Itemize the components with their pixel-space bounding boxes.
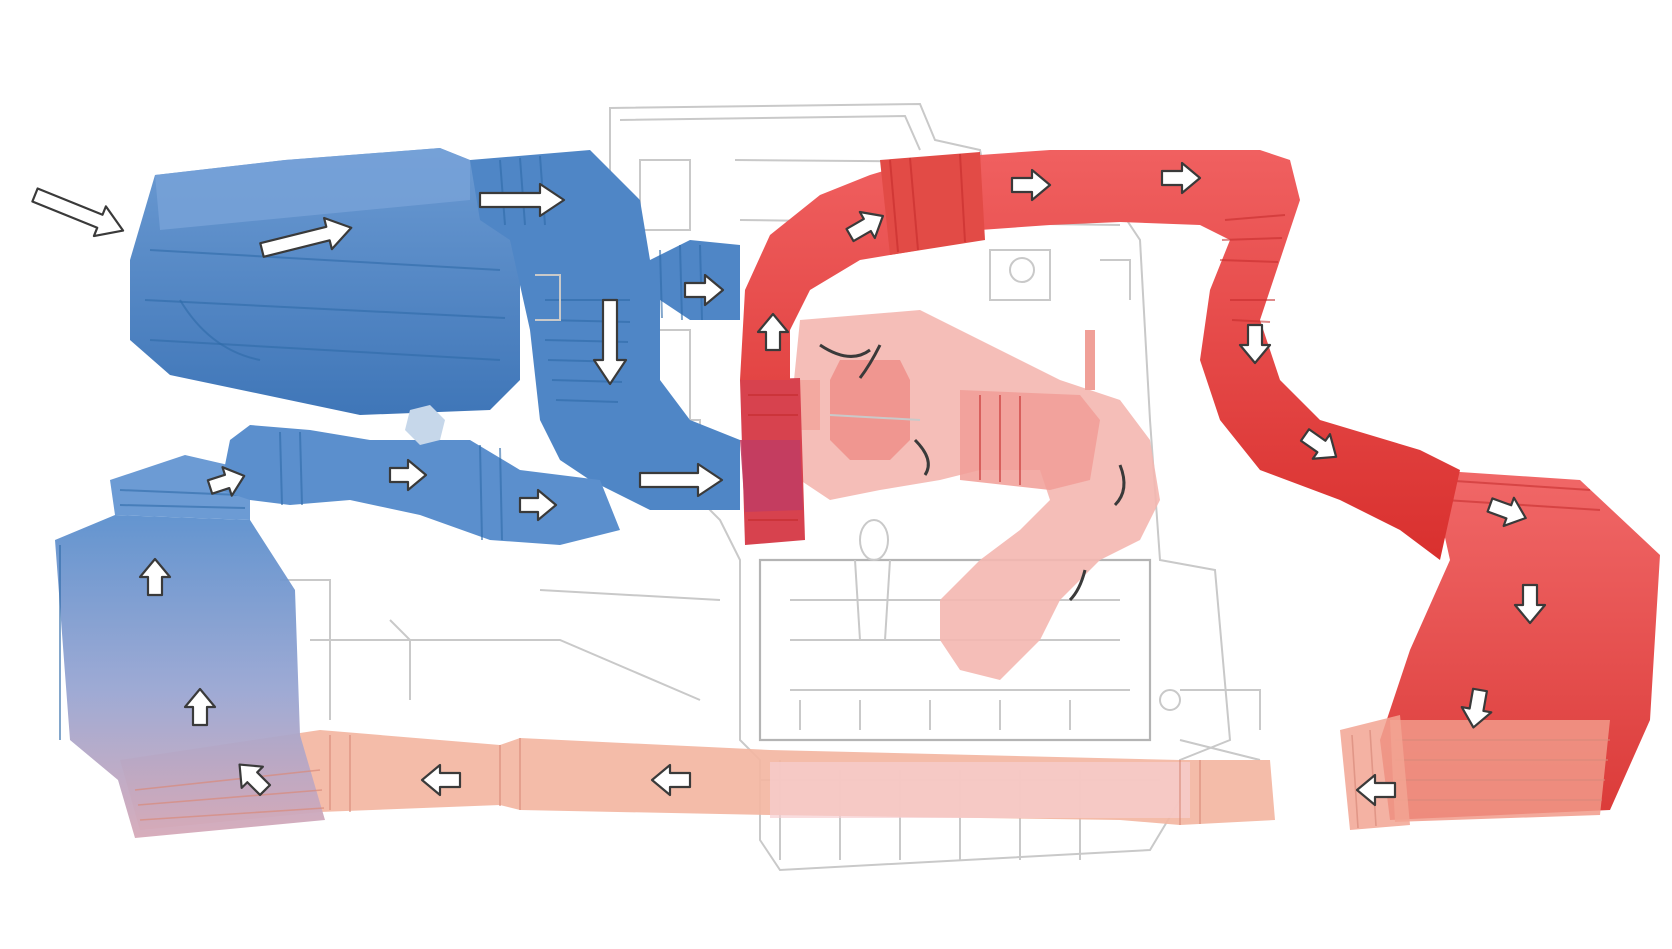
flow-arrow-icon [238,763,272,797]
flow-arrow-icon [638,462,724,498]
flow-arrow-icon [819,343,871,358]
air-filter-box [130,148,520,415]
flow-arrows [31,161,1547,807]
flow-arrow-icon [518,488,558,522]
right-intercooler [1340,470,1660,830]
flow-arrow-icon [1299,428,1338,460]
flow-arrow-icon [478,182,566,218]
flow-arrow-icon [388,458,428,492]
compressor-housing [740,378,805,545]
flow-arrow-icon [756,312,790,352]
flow-arrow-icon [650,763,692,797]
turbocharger-assembly [760,310,1160,680]
flow-arrow-icon [845,210,885,243]
flow-arrow-icon [1010,168,1052,202]
flow-arrow-icon [858,344,882,379]
flow-arrow-icon [1460,687,1493,729]
flow-arrow-icon [1238,323,1272,365]
left-intercooler [55,455,325,838]
flow-arrow-icon [138,557,172,597]
flow-arrow-icon [913,438,930,476]
flow-arrow-icon [1513,583,1547,625]
flow-arrow-icon [183,687,217,727]
flow-arrow-icon [420,763,462,797]
flow-arrow-icon [1355,773,1397,807]
flow-arrow-icon [1113,464,1126,507]
flow-arrow-icon [592,298,628,386]
flow-arrow-icon [259,216,353,258]
hot-charge-pipe [740,150,1460,560]
flow-arrow-icon [1486,496,1527,528]
flow-arrow-icon [1160,161,1202,195]
flow-arrow-icon [206,466,246,497]
lower-crossover-pipe [120,730,1275,830]
flow-arrow-icon [1068,569,1087,602]
flow-arrow-icon [683,273,725,307]
flow-arrow-icon [31,187,125,238]
